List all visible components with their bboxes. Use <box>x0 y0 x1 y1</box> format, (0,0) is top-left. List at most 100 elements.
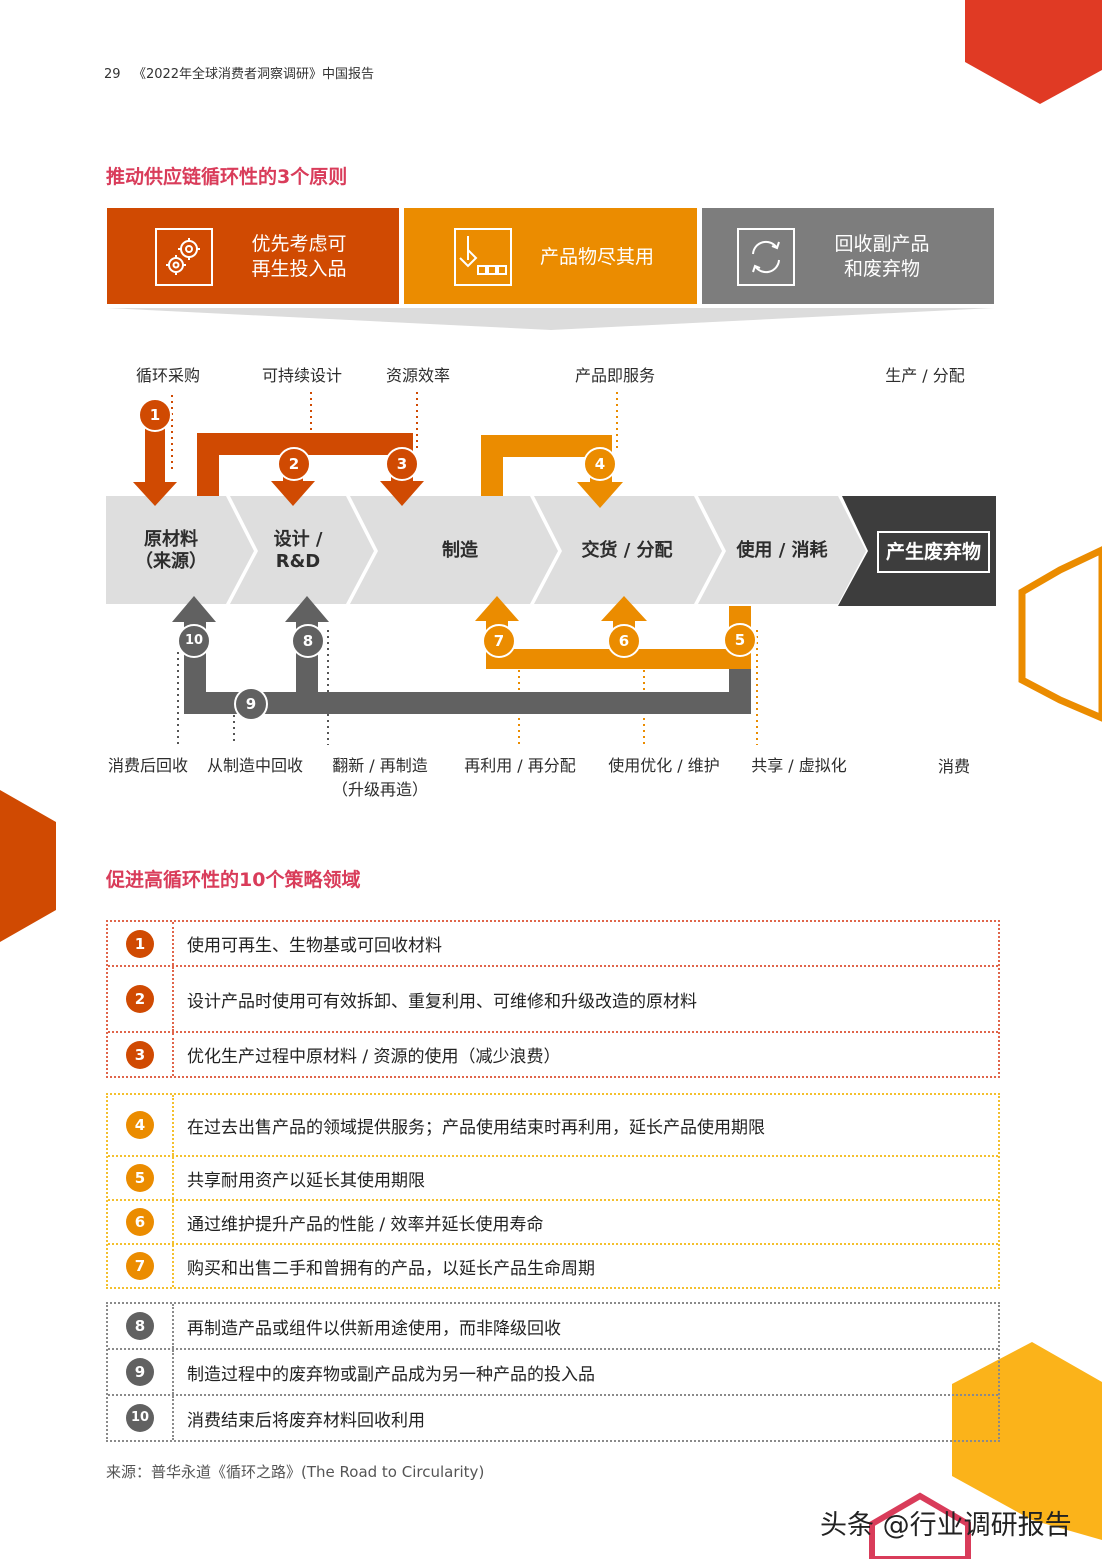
recycle-arrows-icon <box>737 228 795 286</box>
pink-hexagon-outline-bottom <box>869 1492 971 1559</box>
strategy-text: 消费结束后将废弃材料回收利用 <box>187 1410 425 1431</box>
strategy-number-badge: 10 <box>126 1404 154 1432</box>
strategy-text: 再制造产品或组件以供新用途使用，而非降级回收 <box>187 1318 561 1339</box>
strategy-number-badge: 1 <box>126 929 154 958</box>
arrow-1 <box>133 482 177 506</box>
top-label-production-distribution: 生产 / 分配 <box>885 366 965 385</box>
strategy-row: 10 消费结束后将废弃材料回收利用 <box>108 1396 998 1440</box>
report-title: 《2022年全球消费者洞察调研》中国报告 <box>132 67 375 82</box>
bottom-label-use-optimization: 使用优化 / 维护 <box>608 756 720 775</box>
principle-label-line1: 优先考虑可 <box>251 233 347 255</box>
marker-3: 3 <box>385 447 419 481</box>
strategy-number-badge: 2 <box>126 985 154 1013</box>
arrow-8 <box>285 596 329 622</box>
strategy-text: 设计产品时使用可有效拆卸、重复利用、可维修和升级改造的原材料 <box>187 991 697 1012</box>
strategy-number-badge: 7 <box>126 1252 154 1280</box>
strategy-number-badge: 8 <box>126 1312 154 1340</box>
strategy-row: 7 购买和出售二手和曾拥有的产品，以延长产品生命周期 <box>108 1245 998 1287</box>
arrow-4 <box>577 482 623 508</box>
marker-7: 7 <box>482 624 516 658</box>
strategy-row: 5 共享耐用资产以延长其使用期限 <box>108 1157 998 1201</box>
arrow-10 <box>172 596 216 622</box>
arrow-6 <box>601 596 647 621</box>
principle-label-line1: 回收副产品 <box>834 233 930 255</box>
bottom-label-manufacturing-recovery: 从制造中回收 <box>206 756 303 775</box>
principle-label-line2: 再生投入品 <box>251 258 347 280</box>
strategy-number-badge: 9 <box>126 1358 154 1386</box>
section-title-principles: 推动供应链循环性的3个原则 <box>106 166 348 188</box>
marker-6: 6 <box>607 624 641 658</box>
strategy-number-badge: 4 <box>126 1111 154 1139</box>
watermark: 头条 @行业调研报告 <box>820 1510 1072 1541</box>
stage-raw-material: 原材料 （来源） <box>116 529 226 573</box>
strategy-text: 通过维护提升产品的性能 / 效率并延长使用寿命 <box>187 1214 544 1235</box>
page-number: 29 <box>104 67 121 82</box>
arrow-2-3-bracket <box>197 433 413 496</box>
top-label-sustainable-design: 可持续设计 <box>261 366 342 385</box>
top-label-circular-sourcing: 循环采购 <box>135 366 200 385</box>
bottom-label-line2: （升级再造） <box>331 780 428 799</box>
gears-icon <box>155 228 213 286</box>
principle-banner-product-use: 产品物尽其用 <box>404 208 697 304</box>
bottom-label-line1: 翻新 / 再制造 <box>332 756 428 775</box>
stage-label-line1: 原材料 <box>144 529 198 550</box>
yellow-hexagon-bottom-right <box>952 1342 1102 1540</box>
red-hexagon-top-right <box>965 0 1102 104</box>
strategy-group-orange: 4 在过去出售产品的领域提供服务；产品使用结束时再利用，延长产品使用期限 5 共… <box>106 1093 1000 1289</box>
principle-banner-renewable: 优先考虑可 再生投入品 <box>107 208 399 304</box>
principle-label-line2: 和废弃物 <box>843 258 920 280</box>
strategy-row: 6 通过维护提升产品的性能 / 效率并延长使用寿命 <box>108 1201 998 1245</box>
stage-chevron-manufacturing <box>350 496 558 604</box>
stage-chevron-design <box>230 496 374 604</box>
stage-chevron-raw-material <box>106 496 254 604</box>
orange-hexagon-outline-right <box>1018 546 1102 722</box>
principle-banner-recycle: 回收副产品 和废弃物 <box>702 208 994 304</box>
factory-icon <box>454 228 512 286</box>
strategy-text: 在过去出售产品的领域提供服务；产品使用结束时再利用，延长产品使用期限 <box>187 1117 765 1138</box>
page-header: 29 《2022年全球消费者洞察调研》中国报告 <box>104 63 374 82</box>
strategy-row: 2 设计产品时使用可有效拆卸、重复利用、可维修和升级改造的原材料 <box>108 967 998 1033</box>
strategy-number-badge: 6 <box>126 1208 154 1236</box>
marker-9: 9 <box>234 687 268 721</box>
strategy-group-red: 1 使用可再生、生物基或可回收材料 2 设计产品时使用可有效拆卸、重复利用、可维… <box>106 920 1000 1078</box>
stage-delivery: 交货 / 分配 <box>581 540 673 561</box>
strategy-number-badge: 5 <box>126 1164 154 1192</box>
strategy-row: 9 制造过程中的废弃物或副产品成为另一种产品的投入品 <box>108 1350 998 1396</box>
bottom-label-post-consumer-recycling: 消费后回收 <box>107 756 188 775</box>
stage-waste: 产生废弃物 <box>877 531 990 573</box>
stage-chevron-waste <box>838 496 996 606</box>
source-note: 来源：普华永道《循环之路》(The Road to Circularity) <box>106 1463 485 1481</box>
strategy-text: 共享耐用资产以延长其使用期限 <box>187 1170 425 1191</box>
stage-use: 使用 / 消耗 <box>736 540 828 561</box>
stage-label-line2: （来源） <box>135 551 207 572</box>
strategy-text: 购买和出售二手和曾拥有的产品，以延长产品生命周期 <box>187 1258 595 1279</box>
bottom-label-refurbish: 翻新 / 再制造 （升级再造） <box>320 752 440 800</box>
top-label-product-as-service: 产品即服务 <box>574 366 655 385</box>
stage-manufacturing: 制造 <box>442 540 478 561</box>
stage-chevron-delivery <box>534 496 722 604</box>
stage-design: 设计 / R&D <box>250 529 346 573</box>
arrow-2 <box>271 481 315 506</box>
orange-hexagon-left <box>0 790 56 942</box>
strategy-group-gray: 8 再制造产品或组件以供新用途使用，而非降级回收 9 制造过程中的废弃物或副产品… <box>106 1302 1000 1442</box>
stage-label-line2: R&D <box>275 551 321 572</box>
stage-chevron-use <box>698 496 866 604</box>
bottom-label-sharing: 共享 / 虚拟化 <box>751 756 847 775</box>
marker-2: 2 <box>277 447 311 481</box>
arrow-7 <box>475 596 519 621</box>
strategy-text: 使用可再生、生物基或可回收材料 <box>187 936 442 956</box>
marker-8: 8 <box>291 624 325 658</box>
strategy-number-badge: 3 <box>126 1040 154 1069</box>
bottom-label-consumption: 消费 <box>937 757 970 776</box>
arrow-5-6-7-loop <box>486 606 751 669</box>
marker-5: 5 <box>723 623 757 657</box>
marker-10: 10 <box>177 624 211 658</box>
marker-4: 4 <box>583 447 617 481</box>
top-label-resource-efficiency: 资源效率 <box>385 366 450 385</box>
principle-label: 产品物尽其用 <box>539 246 654 268</box>
strategy-row: 4 在过去出售产品的领域提供服务；产品使用结束时再利用，延长产品使用期限 <box>108 1095 998 1157</box>
stage-label-line1: 设计 / <box>273 529 323 550</box>
